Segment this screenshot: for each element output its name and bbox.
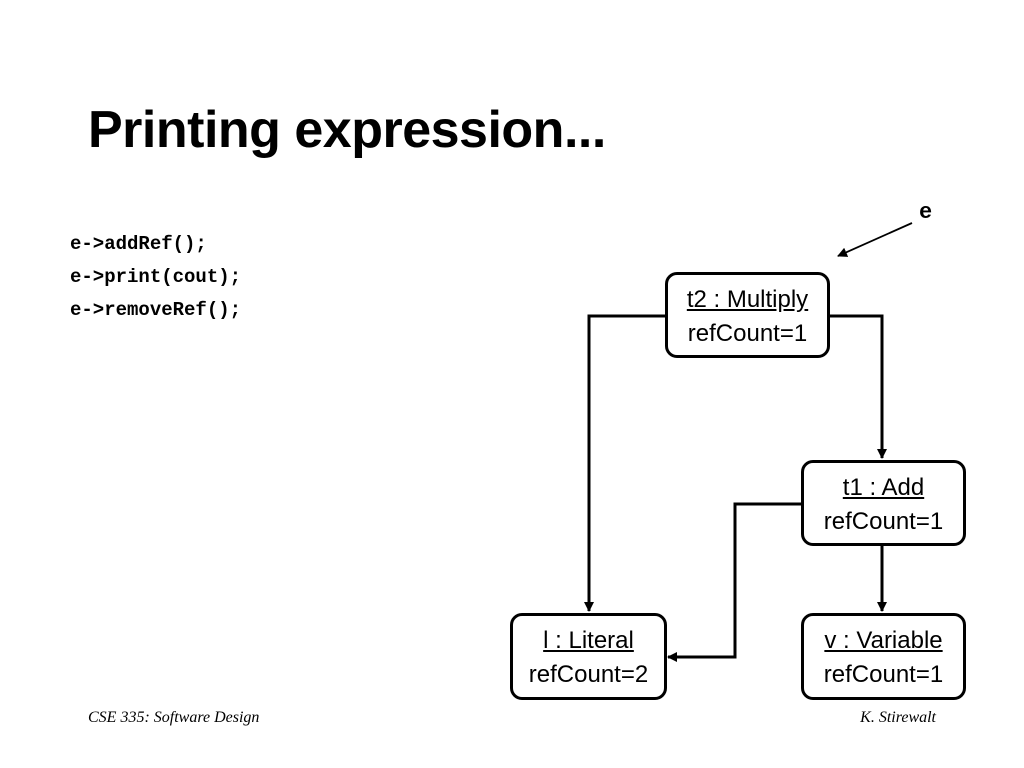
node-v-variable: v : Variable refCount=1 [801, 613, 966, 700]
node-t2-refcount: refCount=1 [687, 320, 808, 347]
node-t1-refcount: refCount=1 [823, 508, 944, 535]
slide-title: Printing expression... [88, 101, 606, 159]
pointer-arrow [837, 222, 913, 257]
node-l-name: l : Literal [543, 627, 634, 654]
footer-course: CSE 335: Software Design [88, 709, 260, 726]
node-v-refcount: refCount=1 [823, 661, 944, 688]
node-t2-multiply: t2 : Multiply refCount=1 [665, 272, 830, 358]
edge-t2-to-t1 [829, 314, 887, 459]
code-line-print: e->print(cout); [70, 266, 242, 288]
code-line-removeref: e->removeRef(); [70, 299, 242, 321]
node-t2-name: t2 : Multiply [686, 286, 809, 313]
node-t1-add: t1 : Add refCount=1 [801, 460, 966, 546]
node-v-name: v : Variable [824, 627, 943, 654]
node-l-literal: l : Literal refCount=2 [510, 613, 667, 700]
code-line-addref: e->addRef(); [70, 233, 207, 255]
node-l-refcount: refCount=2 [528, 661, 649, 688]
node-t1-name: t1 : Add [842, 474, 925, 501]
pointer-label-e: e [919, 200, 933, 225]
edge-t2-to-l [584, 314, 666, 612]
edge-t1-to-l [667, 502, 802, 662]
code-block: e->addRef(); e->print(cout); e->removeRe… [70, 228, 241, 327]
footer-author: K. Stirewalt [860, 709, 936, 726]
